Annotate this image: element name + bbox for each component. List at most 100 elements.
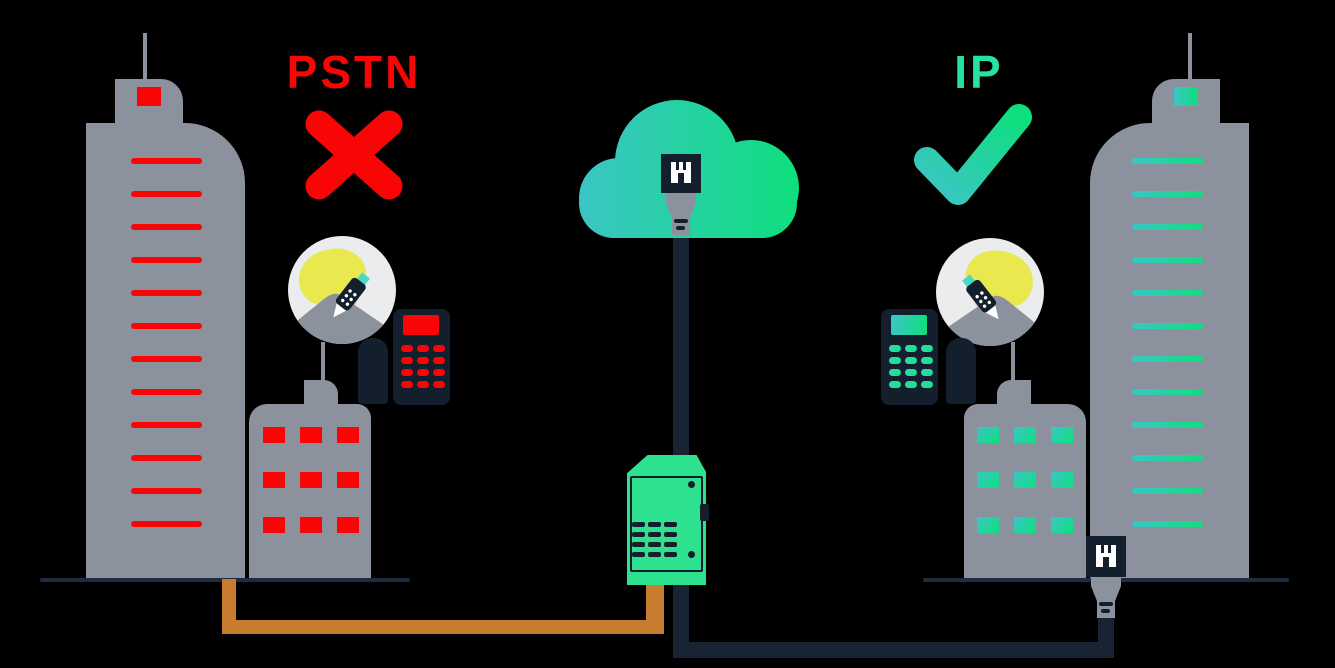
window-stripe (1132, 422, 1203, 428)
pstn-label: PSTN (286, 46, 422, 98)
window-stripe (131, 257, 202, 263)
phone-keypad (889, 345, 933, 388)
check-icon (914, 104, 1032, 205)
left-roof-beacon (137, 87, 161, 106)
plug-dash (1099, 602, 1113, 606)
right-tower (1090, 123, 1249, 578)
window-stripe (131, 158, 202, 164)
vent-slot (632, 552, 645, 557)
left-annex-windows (263, 427, 359, 533)
window-stripe (131, 389, 202, 395)
phone-key (921, 357, 933, 364)
window-stripe (1132, 257, 1203, 263)
phone-key (889, 345, 901, 352)
phone-key (921, 369, 933, 376)
window (1051, 427, 1073, 443)
window-stripe (131, 191, 202, 197)
vent-slot (632, 542, 645, 547)
phone-key (905, 381, 917, 388)
phone-key (433, 357, 445, 364)
window (1014, 427, 1036, 443)
cabinet-latch (700, 504, 709, 521)
vent-slot (648, 552, 661, 557)
cabinet-rivet (688, 551, 695, 558)
desk-phone-handset (358, 338, 388, 404)
window (337, 517, 359, 533)
window (977, 472, 999, 488)
window-stripe (131, 422, 202, 428)
phone-key (433, 381, 445, 388)
window (977, 517, 999, 533)
phone-key (921, 345, 933, 352)
window (1014, 517, 1036, 533)
window-stripe (131, 290, 202, 296)
phone-key (401, 345, 413, 352)
ip-cable-vertical-cloud (673, 228, 689, 658)
cabinet-door (630, 476, 703, 572)
window-stripe (1132, 224, 1203, 230)
plug-dash (676, 226, 685, 230)
window-stripe (131, 224, 202, 230)
plug-dash (1101, 609, 1110, 613)
window-stripe (1132, 323, 1203, 329)
window (300, 472, 322, 488)
cross-icon (305, 110, 403, 200)
ip-cable-horizontal (673, 642, 1114, 658)
window (1051, 472, 1073, 488)
right-tower-windows (1132, 158, 1203, 527)
right-roof-beacon (1174, 87, 1198, 106)
vent-slot (632, 532, 645, 537)
window-stripe (1132, 389, 1203, 395)
vent-slot (664, 542, 677, 547)
phone-key (417, 381, 429, 388)
phone-key (905, 357, 917, 364)
window-stripe (1132, 158, 1203, 164)
phone-key (417, 369, 429, 376)
window-stripe (1132, 356, 1203, 362)
window (263, 517, 285, 533)
phone-key (921, 381, 933, 388)
window-stripe (1132, 488, 1203, 494)
plug-dash (674, 219, 688, 223)
antenna-icon (143, 33, 147, 81)
window-stripe (131, 521, 202, 527)
pstn-cable-horizontal (222, 620, 664, 634)
phone-key (417, 345, 429, 352)
cabinet-rivet (688, 481, 695, 488)
window (263, 427, 285, 443)
phone-screen (891, 315, 927, 335)
phone-key (889, 357, 901, 364)
window-stripe (131, 455, 202, 461)
left-tower (86, 123, 245, 578)
vent-slot (648, 542, 661, 547)
window (300, 517, 322, 533)
window (977, 427, 999, 443)
vent-slot (664, 522, 677, 527)
phone-keypad (401, 345, 445, 388)
window-stripe (1132, 455, 1203, 461)
right-annex-windows (977, 427, 1073, 533)
vent-slot (648, 532, 661, 537)
window (1014, 472, 1036, 488)
phone-key (433, 369, 445, 376)
ethernet-port-icon (661, 154, 701, 193)
person-avatar-icon (936, 238, 1044, 346)
left-tower-windows (131, 158, 202, 527)
phone-key (905, 369, 917, 376)
phone-key (889, 381, 901, 388)
cabinet-vents (632, 522, 677, 557)
phone-screen (403, 315, 439, 335)
phone-key (905, 345, 917, 352)
vent-slot (664, 532, 677, 537)
person-avatar-icon (288, 236, 396, 344)
window-stripe (1132, 521, 1203, 527)
right-annex-chimney (997, 380, 1031, 406)
window (337, 427, 359, 443)
window-stripe (131, 323, 202, 329)
phone-key (401, 369, 413, 376)
avatar-stem (321, 342, 325, 382)
phone-key (401, 357, 413, 364)
desk-phone-handset (946, 338, 976, 404)
pstn-cable-vertical-cabinet (646, 582, 664, 634)
